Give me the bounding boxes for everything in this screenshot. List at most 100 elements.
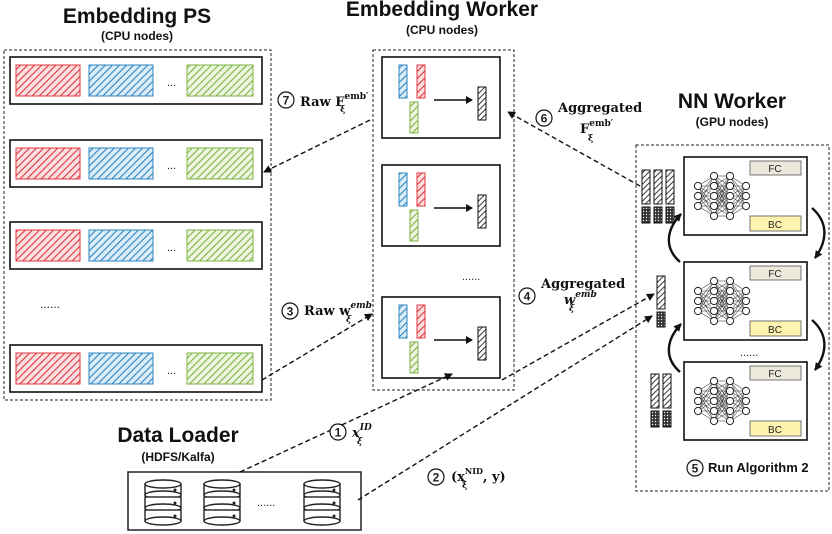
- worker-ellipsis: ......: [462, 271, 480, 283]
- data-loader-databases: [144, 479, 341, 526]
- flow-arrow-4: [501, 293, 655, 381]
- svg-text:FC: FC: [768, 269, 781, 280]
- svg-text:2: 2: [433, 471, 440, 485]
- embedding-ps-subtitle: (CPU nodes): [101, 29, 173, 43]
- worker-vec-green: [409, 101, 419, 134]
- flow-arrow-2: [357, 315, 653, 501]
- worker-vec-aggregated: [477, 326, 487, 361]
- step-3-label: 3 Raw wemb ξ: [281, 301, 372, 325]
- worker-box: [381, 296, 501, 379]
- ps-shard-blue: [88, 229, 154, 262]
- ps-shard-green: [186, 147, 254, 180]
- ps-row: ...: [9, 139, 263, 188]
- svg-text:FC: FC: [768, 369, 781, 380]
- ring-arrow-left-1: [667, 213, 682, 263]
- svg-text:6: 6: [541, 112, 548, 126]
- aggregated-stack-mid: [656, 275, 666, 328]
- svg-text:Aggregated: Aggregated: [557, 101, 642, 116]
- svg-text:BC: BC: [768, 325, 782, 336]
- worker-vec-green: [409, 341, 419, 374]
- database-icon: [303, 479, 341, 526]
- gpu-node: FC BC: [683, 361, 808, 441]
- flow-arrow-7: [263, 119, 371, 173]
- ps-shard-green: [186, 64, 254, 97]
- ps-row-ellipsis: ...: [167, 77, 176, 89]
- nn-ellipsis: ......: [740, 347, 758, 359]
- svg-text:FC: FC: [768, 164, 781, 175]
- neural-network-icon: [693, 276, 751, 326]
- worker-vec-green: [409, 209, 419, 242]
- step-1-label: 1 xID ξ: [329, 423, 372, 447]
- svg-text:ξ: ξ: [462, 481, 467, 491]
- svg-text:Run Algorithm 2: Run Algorithm 2: [708, 460, 809, 475]
- embedding-ps-container: [3, 49, 272, 401]
- worker-vec-red: [416, 172, 426, 207]
- step-5-label: 5 Run Algorithm 2: [686, 459, 809, 477]
- ps-rows-ellipsis: ......: [40, 297, 60, 311]
- ps-shard-red: [15, 147, 81, 180]
- neural-network-icon: [693, 376, 751, 426]
- worker-vec-blue: [398, 64, 408, 99]
- ring-arrow-right-2: [811, 319, 826, 371]
- svg-text:BC: BC: [768, 220, 782, 231]
- ring-arrow-left-2: [667, 323, 682, 373]
- fc-badge: FC: [749, 365, 802, 381]
- neural-network-icon: [693, 171, 751, 221]
- data-loader-title: Data Loader: [117, 424, 238, 447]
- svg-text:Raw wemb: Raw wemb: [304, 301, 372, 319]
- bc-badge: BC: [749, 420, 802, 437]
- svg-text:4: 4: [524, 290, 531, 304]
- ps-shard-blue: [88, 64, 154, 97]
- aggregated-stack-top: [641, 169, 675, 224]
- fc-badge: FC: [749, 265, 802, 281]
- nn-worker-container: [635, 144, 830, 492]
- worker-vec-red: [416, 304, 426, 339]
- ps-row-ellipsis: ...: [167, 242, 176, 254]
- svg-text:Aggregated: Aggregated: [540, 277, 625, 292]
- ring-arrow-right-1: [811, 207, 826, 259]
- svg-text:ξ: ξ: [340, 105, 345, 115]
- worker-vec-aggregated: [477, 194, 487, 229]
- embedding-worker-subtitle: (CPU nodes): [406, 23, 478, 37]
- embedding-ps-rows: ............: [9, 56, 263, 393]
- svg-text:7: 7: [283, 94, 290, 108]
- flow-arrow-6: [507, 111, 641, 187]
- svg-text:Raw Femb′: Raw Femb′: [300, 92, 369, 110]
- ps-shard-red: [15, 64, 81, 97]
- database-icon: [144, 479, 182, 526]
- embedding-worker-container: [372, 49, 515, 391]
- svg-text:5: 5: [692, 462, 699, 476]
- ps-shard-blue: [88, 147, 154, 180]
- ps-row-ellipsis: ...: [167, 160, 176, 172]
- worker-vec-red: [416, 64, 426, 99]
- data-loader-ellipsis: ......: [257, 497, 275, 509]
- svg-text:Femb′: Femb′: [580, 119, 614, 137]
- ps-row: ...: [9, 56, 263, 105]
- ps-row: ...: [9, 344, 263, 393]
- step-4-label: 4 Aggregated wemb ξ: [518, 277, 625, 314]
- ps-shard-green: [186, 352, 254, 385]
- svg-text:(xNID, y): (xNID, y): [451, 466, 506, 485]
- worker-vec-blue: [398, 304, 408, 339]
- ps-row: ...: [9, 221, 263, 270]
- embedding-worker-boxes: [381, 56, 501, 379]
- step-2-label: 2 (xNID, y) ξ: [427, 466, 506, 491]
- flow-arrow-3: [261, 313, 373, 381]
- ps-shard-green: [186, 229, 254, 262]
- svg-text:1: 1: [335, 426, 342, 440]
- svg-text:3: 3: [287, 305, 294, 319]
- worker-vec-blue: [398, 172, 408, 207]
- fc-badge: FC: [749, 160, 802, 176]
- svg-text:xID: xID: [351, 423, 372, 441]
- gpu-node: FC BC: [683, 261, 808, 341]
- svg-text:ξ: ξ: [346, 315, 352, 325]
- svg-text:wemb: wemb: [564, 290, 597, 308]
- aggregated-stack-bottom: [650, 373, 672, 428]
- svg-text:ξ: ξ: [588, 134, 593, 144]
- gpu-node: FC BC: [683, 156, 808, 236]
- database-icon: [203, 479, 241, 526]
- ps-shard-red: [15, 352, 81, 385]
- ps-shard-red: [15, 229, 81, 262]
- ps-row-ellipsis: ...: [167, 365, 176, 377]
